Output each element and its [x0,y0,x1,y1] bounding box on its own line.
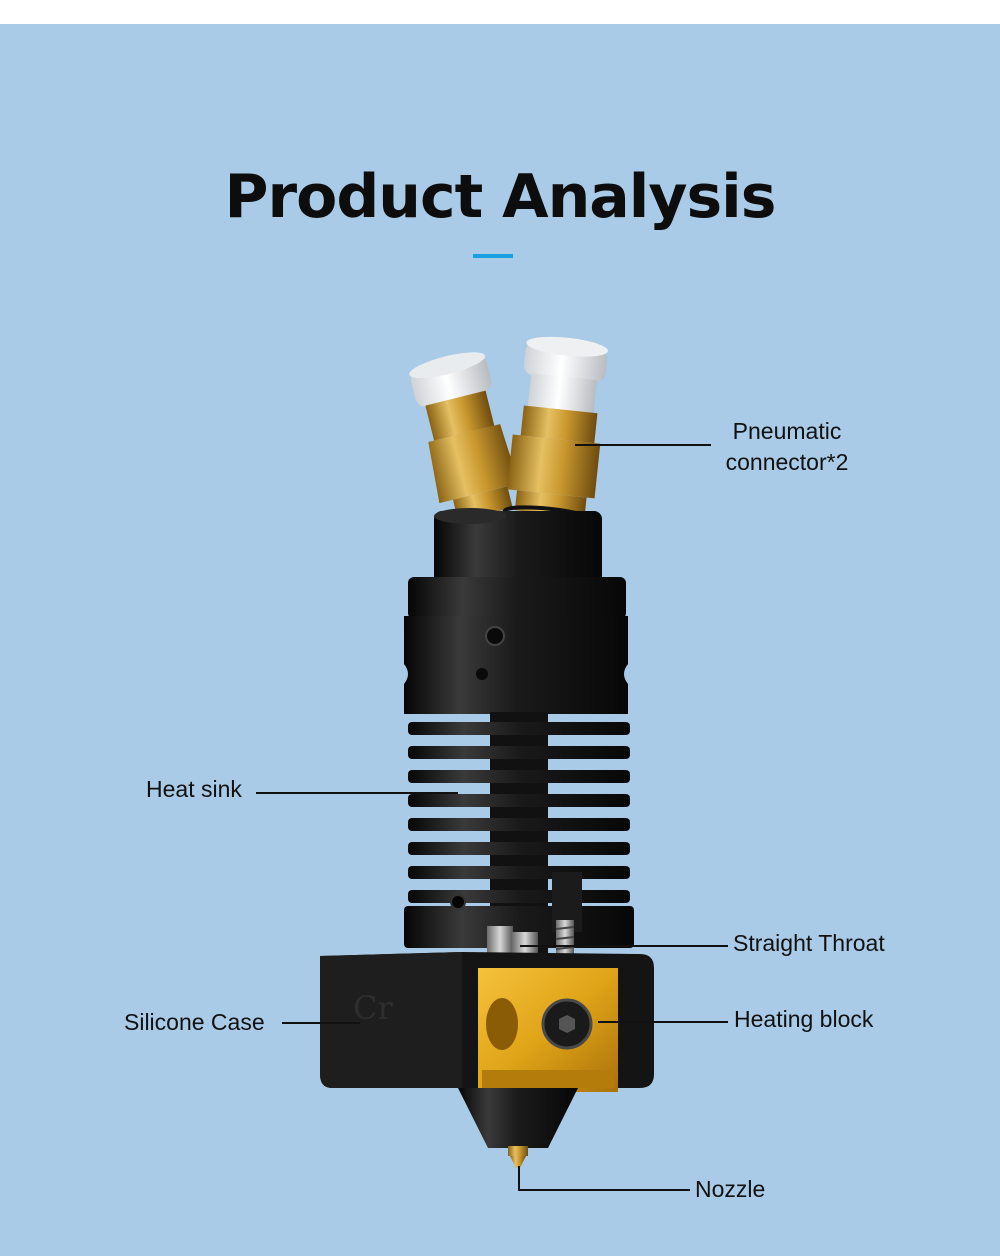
mount-block [404,616,628,714]
title-accent-bar [473,254,513,258]
silicone-case-label: Silicone Case [124,1009,265,1035]
heat-sink-fins [404,712,634,962]
pneumatic-label-line1: Pneumatic [732,418,842,444]
nozzle-callout-line-horizontal [518,1189,690,1191]
hotend-illustration: Cr [320,336,654,1168]
pneumatic-label-line2: connector*2 [725,449,849,475]
nozzle [458,1088,578,1148]
pneumatic-connector-right [502,336,609,527]
case-logo: Cr [353,989,393,1027]
straight-throat-callout-line [520,945,728,947]
heat-sink-callout-line [256,792,458,794]
product-infographic: Product Analysis [0,24,1000,1256]
heating-block-label: Heating block [734,1006,874,1032]
page-title: Product Analysis [224,162,777,232]
heating-block-callout-line [598,1021,728,1023]
silicone-case-callout-line [282,1022,360,1024]
flange [408,577,626,619]
straight-throat-label: Straight Throat [733,930,885,956]
pneumatic-connector-left [409,352,519,522]
nozzle-callout-line-vertical [518,1166,520,1190]
nozzle-label: Nozzle [695,1176,766,1202]
pneumatic-connector-label: Pneumatic connector*2 [722,416,852,478]
pneumatic-callout-line [575,444,711,446]
heat-sink-label: Heat sink [146,776,242,802]
